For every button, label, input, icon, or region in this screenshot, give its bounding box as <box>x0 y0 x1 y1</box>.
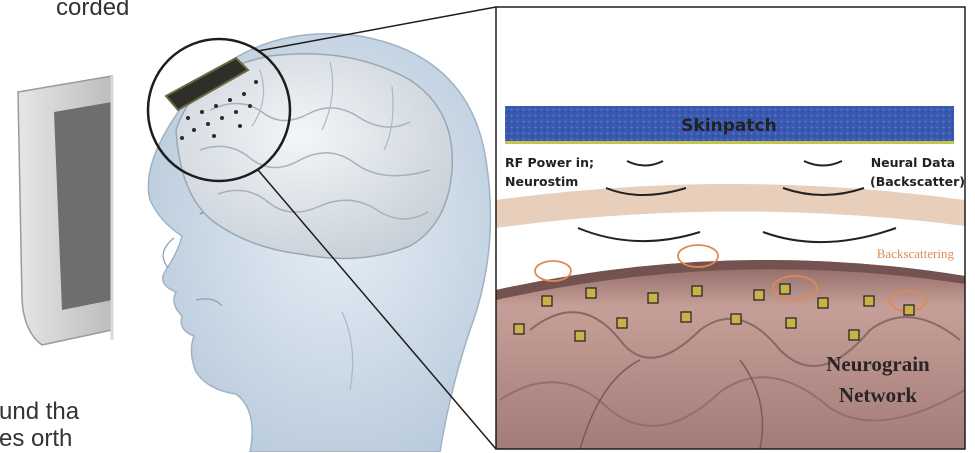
neurograin-network-label-line2: Network <box>839 383 917 407</box>
zoomed-panel: Skinpatch RF Power in; Neurostim Neural … <box>496 7 965 449</box>
monitor-image <box>18 76 112 345</box>
neural-data-label-line1: Neural Data <box>871 155 955 170</box>
rf-power-label-line1: RF Power in; <box>505 155 594 170</box>
backscattering-label: Backscattering <box>877 246 955 261</box>
skinpatch-label: Skinpatch <box>681 116 776 136</box>
neurograin-network-label-line1: Neurograin <box>826 352 930 376</box>
neural-data-label-line2: (Backscatter) <box>870 174 965 189</box>
rf-power-label-line2: Neurostim <box>505 174 578 189</box>
